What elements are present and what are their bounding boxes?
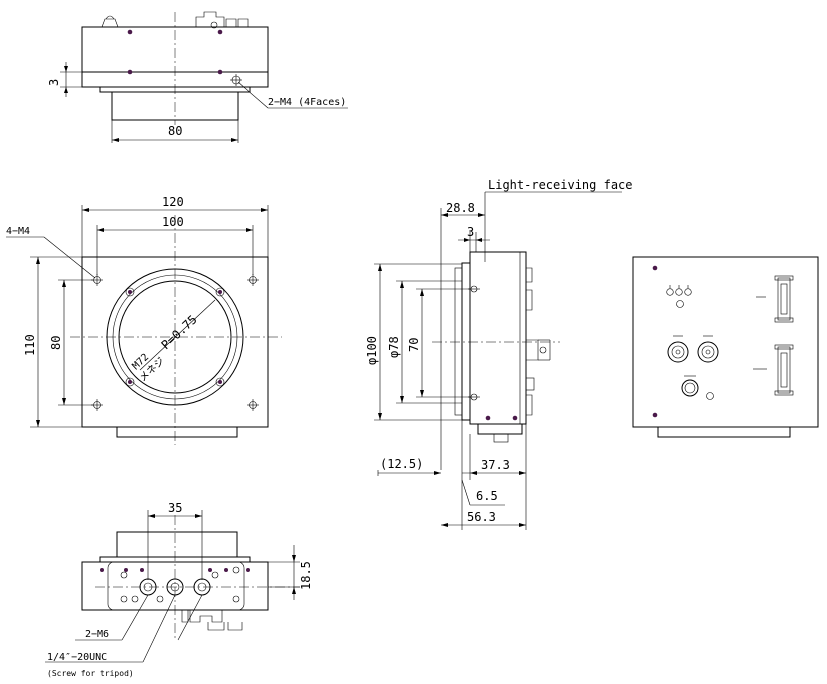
front-view: 4−M4 P=0.75 M72 メネジ 120 100 110 80 xyxy=(6,195,282,445)
lens-mount-outer-ring xyxy=(106,268,244,406)
front-dim-100: 100 xyxy=(162,215,184,229)
side-dim-phi100: φ100 xyxy=(365,336,379,365)
side-dim-28-8: 28.8 xyxy=(446,201,475,215)
rear-connector-upper xyxy=(756,275,794,323)
side-connectors xyxy=(526,267,533,416)
front-m4-holes xyxy=(91,274,259,411)
lens-mount-inner-ring xyxy=(118,280,232,394)
rear-leds xyxy=(666,285,692,308)
bottom-unc-label: 1/4″−20UNC xyxy=(47,652,107,663)
rear-bnc-right xyxy=(697,335,719,363)
rear-power-connector xyxy=(681,375,714,400)
side-light-face-label: Light-receiving face xyxy=(488,178,633,192)
front-dim-110: 110 xyxy=(23,334,37,356)
bottom-connectors xyxy=(189,610,243,631)
top-m4-label: 2−M4 (4Faces) xyxy=(268,97,346,108)
front-pitch-label: P=0.75 xyxy=(158,312,199,352)
side-dim-12-5: (12.5) xyxy=(380,457,423,471)
bottom-dim-18-5: 18.5 xyxy=(299,561,313,590)
bottom-tripod-label: (Screw for tripod) xyxy=(47,669,134,678)
top-view: 2−M4 (4Faces) 80 3 xyxy=(47,11,348,143)
rear-bnc-left xyxy=(667,335,689,363)
side-view-flange xyxy=(461,262,471,421)
side-dim-70: 70 xyxy=(407,338,421,352)
side-dim-56-3: 56.3 xyxy=(467,510,496,524)
side-view: Light-receiving face 28.8 3 φ100 φ78 xyxy=(365,178,633,530)
bottom-view: 35 18.5 2−M6 1/4″−20UNC (Screw for tripo… xyxy=(45,501,313,678)
rear-connector-lower xyxy=(753,344,794,396)
top-connector-right xyxy=(195,11,249,27)
side-dim-6-5: 6.5 xyxy=(476,489,498,503)
rear-view xyxy=(632,256,819,438)
top-connector-left xyxy=(101,15,119,28)
front-dim-120: 120 xyxy=(162,195,184,209)
bottom-plate xyxy=(107,561,245,611)
side-tab xyxy=(526,339,539,361)
top-dim-80: 80 xyxy=(168,124,182,138)
side-dim-37-3: 37.3 xyxy=(481,458,510,472)
front-dim-80: 80 xyxy=(49,336,63,350)
side-dim-3: 3 xyxy=(467,225,474,239)
bottom-dim-35: 35 xyxy=(168,501,182,515)
side-view-body xyxy=(469,251,527,425)
side-dim-phi78: φ78 xyxy=(387,336,401,358)
top-dim-3: 3 xyxy=(47,79,61,86)
bottom-m6-label: 2−M6 xyxy=(85,629,109,640)
front-m4-label: 4−M4 xyxy=(6,226,30,237)
